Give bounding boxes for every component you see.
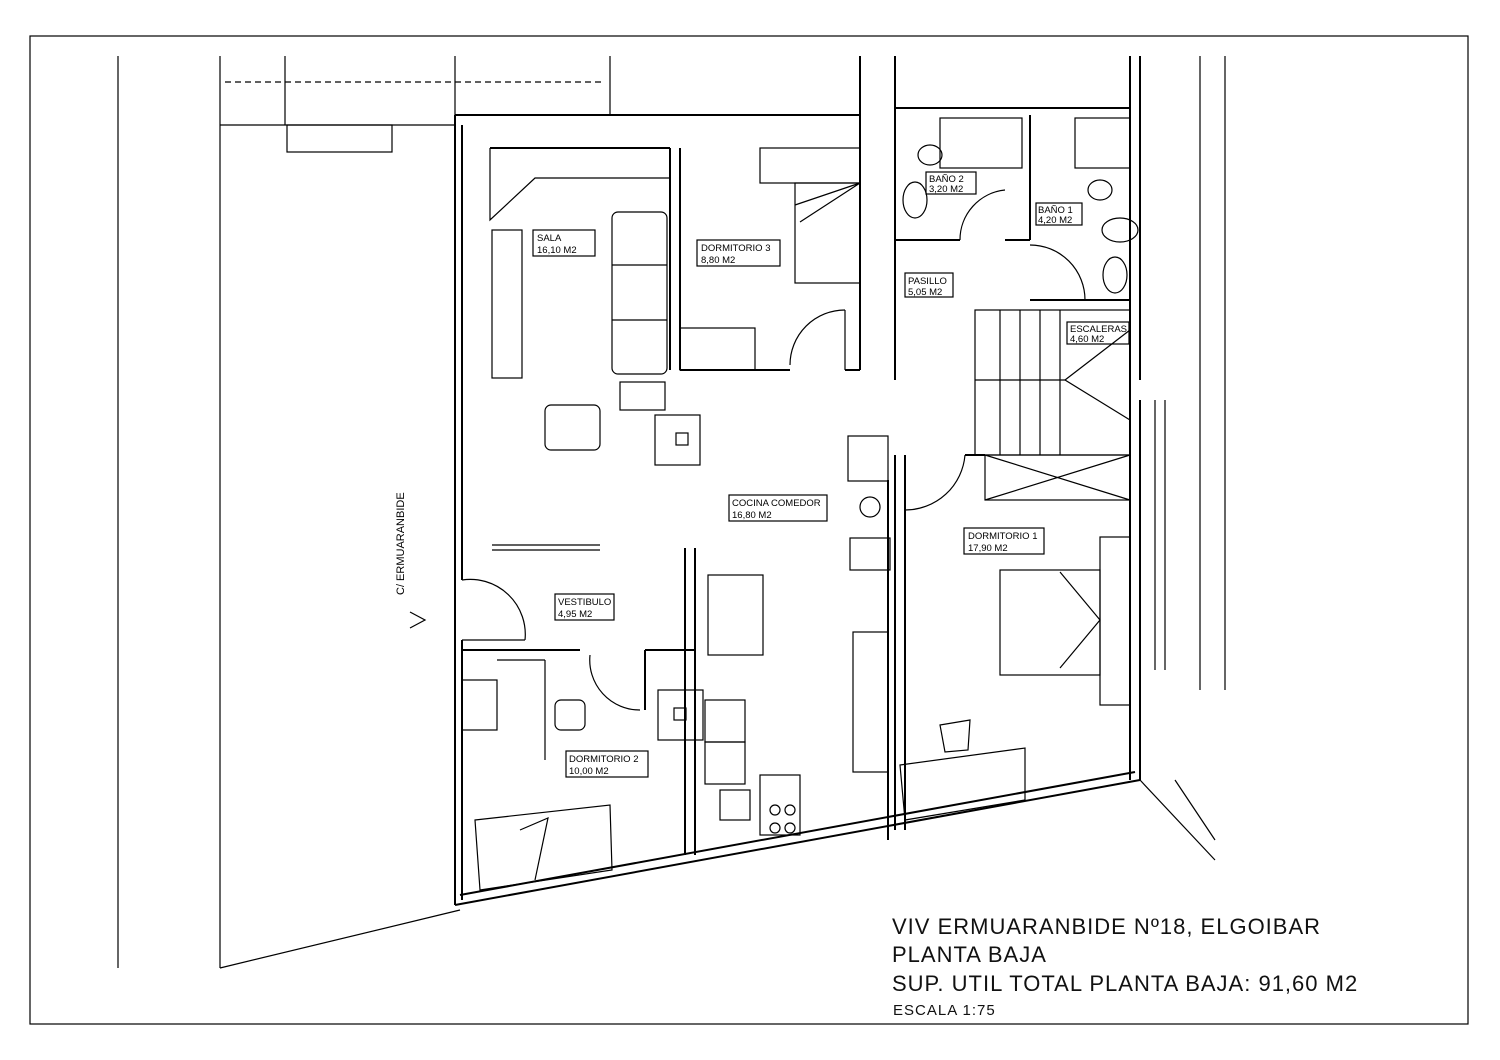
interior-walls	[409, 115, 1139, 891]
title-block: VIV ERMUARANBIDE Nº18, ELGOIBAR PLANTA B…	[892, 914, 1358, 1019]
room-name: SALA	[537, 233, 562, 244]
room-area: 16,80 M2	[732, 510, 772, 521]
room-label-cocina-comedor: COCINA COMEDOR 16,80 M2	[728, 494, 828, 522]
room-name: ESCALERAS	[1070, 324, 1127, 335]
room-label-pasillo: PASILLO 5,05 M2	[904, 272, 954, 298]
room-name: DORMITORIO 2	[569, 754, 639, 765]
room-area: 17,90 M2	[968, 543, 1008, 554]
title-line-2: PLANTA BAJA	[892, 942, 1047, 967]
title-line-1: VIV ERMUARANBIDE Nº18, ELGOIBAR	[892, 914, 1321, 939]
room-name: PASILLO	[908, 276, 947, 287]
room-name: COCINA COMEDOR	[732, 498, 821, 509]
scale-label: ESCALA 1:75	[893, 1002, 996, 1019]
room-label-sala: SALA 16,10 M2	[532, 229, 596, 257]
sheet-border	[29, 35, 1469, 1025]
room-label-dormitorio-1: DORMITORIO 1 17,90 M2	[963, 527, 1045, 555]
entrance-arrow	[409, 611, 427, 629]
room-area: 5,05 M2	[908, 287, 942, 298]
room-name: DORMITORIO 3	[701, 243, 771, 254]
room-area: 16,10 M2	[537, 245, 577, 256]
room-area: 8,80 M2	[701, 255, 735, 266]
room-name: DORMITORIO 1	[968, 531, 1038, 542]
room-area: 3,20 M2	[929, 184, 963, 195]
room-label-escaleras: ESCALERAS 4,60 M2	[1066, 321, 1130, 345]
room-label-bano-2: BAÑO 2 3,20 M2	[925, 171, 977, 195]
room-label-dormitorio-2: DORMITORIO 2 10,00 M2	[565, 750, 649, 778]
room-area: 4,95 M2	[558, 609, 592, 620]
site-lines	[117, 56, 1216, 969]
room-area: 10,00 M2	[569, 766, 609, 777]
room-name: BAÑO 1	[1038, 205, 1073, 216]
title-line-3: SUP. UTIL TOTAL PLANTA BAJA: 91,60 M2	[892, 971, 1358, 996]
room-label-dormitorio-3: DORMITORIO 3 8,80 M2	[696, 239, 781, 267]
room-label-vestibulo: VESTIBULO 4,95 M2	[554, 593, 615, 621]
room-name: BAÑO 2	[929, 174, 964, 185]
room-area: 4,60 M2	[1070, 334, 1104, 345]
room-area: 4,20 M2	[1038, 215, 1072, 226]
room-label-bano-1: BAÑO 1 4,20 M2	[1035, 202, 1083, 226]
street-label: C/ ERMUARANBIDE	[395, 492, 407, 595]
room-name: VESTIBULO	[558, 597, 611, 608]
